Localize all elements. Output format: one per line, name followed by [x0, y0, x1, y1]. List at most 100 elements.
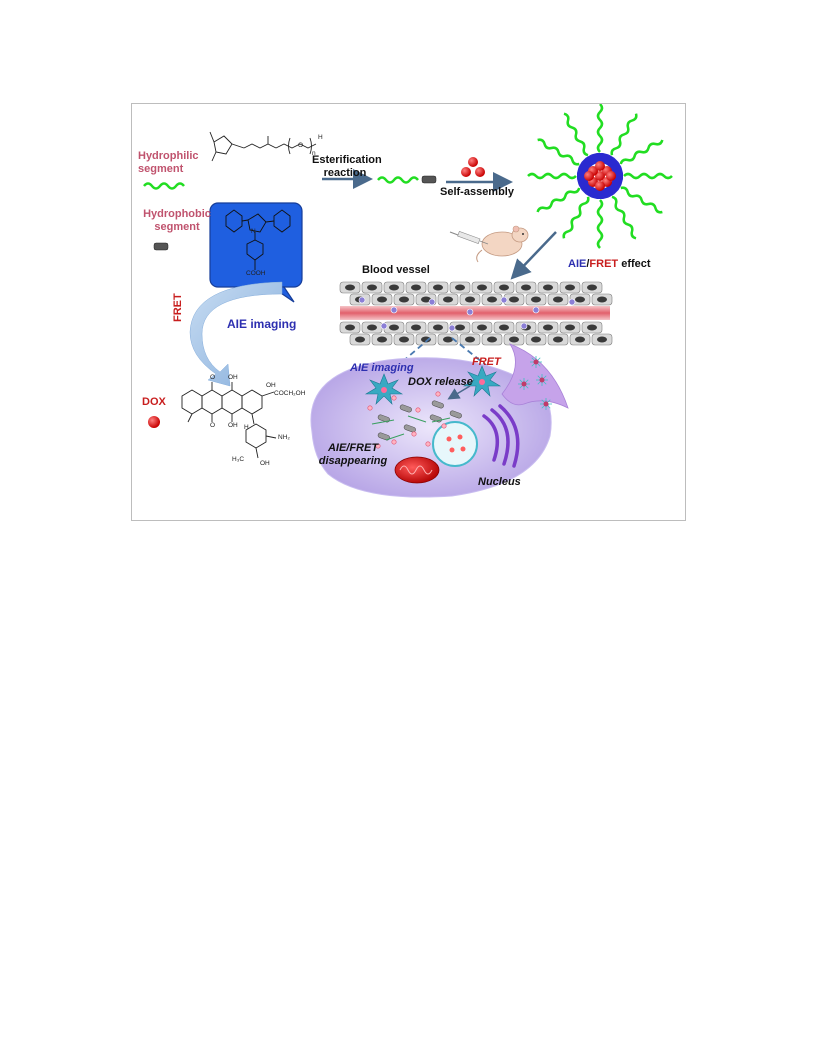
endothelial-nucleus — [531, 336, 541, 343]
micelle-chain — [527, 172, 577, 180]
micelle-chain — [596, 199, 604, 249]
aie-starburst-icon — [364, 373, 404, 405]
micelle-core-ball — [606, 171, 616, 181]
dox-oh2-label: OH — [266, 382, 276, 389]
dox-release-text: DOX release — [408, 376, 473, 388]
micelle-blue-segment — [577, 173, 587, 179]
fret-curved-arrow — [189, 281, 283, 387]
outside-nanoparticle — [540, 398, 552, 410]
dox-dot — [367, 405, 373, 411]
pyrrole-n-label: N — [251, 228, 256, 235]
vessel-nanoparticle — [448, 324, 456, 332]
aie-fret-effect-tail: effect — [618, 258, 651, 270]
endothelial-nucleus — [509, 296, 519, 303]
dox-release-label: DOX release — [408, 376, 473, 389]
hydrophilic-segment-text: Hydrophilic segment — [138, 150, 199, 175]
endothelial-nucleus — [355, 336, 365, 343]
diagram-canvas — [143, 104, 673, 498]
hydrophobic-segment-label: Hydrophobic segment — [142, 208, 212, 234]
endothelial-nucleus — [487, 336, 497, 343]
golgi-icon — [482, 404, 520, 468]
release-trace — [407, 415, 427, 423]
dox-o1-label: O — [210, 374, 216, 381]
endothelial-nucleus — [597, 336, 607, 343]
micelle-core-ball — [595, 171, 605, 181]
endothelial-nucleus — [499, 284, 509, 291]
endothelial-nucleus — [565, 324, 575, 331]
esterification-label: Esterification reaction — [312, 154, 382, 180]
nanoparticle-pill — [431, 400, 444, 409]
vessel-nanoparticle — [380, 322, 388, 330]
micelle-blue-segment — [607, 157, 619, 169]
aie-fret-disappearing-line2: disappearing — [318, 455, 388, 467]
endothelial-nucleus — [521, 284, 531, 291]
blood-vessel-label: Blood vessel — [362, 264, 430, 277]
released-nanoparticles — [367, 391, 462, 449]
endothelial-nucleus — [499, 324, 509, 331]
endothelial-nucleus — [477, 324, 487, 331]
aie-imaging-cell-label: AIE imaging — [350, 362, 414, 375]
aie-fret-effect-aie: AIE — [568, 258, 587, 270]
dox-dot — [415, 407, 421, 413]
micelle-chain — [537, 138, 580, 166]
vessel-nanoparticle — [568, 298, 576, 306]
dox-dot — [441, 423, 447, 429]
aie-fret-effect-sep: / — [586, 258, 590, 270]
nucleus-label: Nucleus — [478, 476, 521, 489]
release-trace — [371, 419, 395, 425]
endothelial-nucleus — [433, 284, 443, 291]
peg-h-label: H — [318, 134, 323, 141]
fret-cell-text: FRET — [472, 356, 501, 368]
mouse-icon — [476, 225, 529, 263]
dox-balls-icon — [461, 157, 485, 177]
aie-fret-effect-label: AIE/FRET effect — [568, 258, 651, 271]
micelle-blue-segment — [613, 173, 623, 179]
micelle-blue-segment — [609, 179, 622, 191]
endothelial-nucleus — [421, 296, 431, 303]
conjugate-hydrophobic-icon — [421, 175, 437, 184]
endothelial-nucleus — [421, 336, 431, 343]
esterification-line1: Esterification — [312, 154, 382, 166]
hydrophobic-segment-icon — [153, 242, 169, 251]
extracellular-nanoparticles — [518, 356, 552, 410]
peg-o-label: O — [298, 142, 304, 149]
hydrophilic-chain-icon — [143, 182, 185, 190]
micelle-core-ball — [584, 171, 594, 181]
endothelial-nucleus — [575, 336, 585, 343]
peg-n-label: n — [312, 150, 316, 157]
endothelial-nucleus — [487, 296, 497, 303]
micelle-chain — [536, 187, 581, 213]
dox-h-label: H — [244, 424, 249, 431]
fret-cell-label: FRET — [472, 356, 501, 369]
micelle-chain — [623, 172, 673, 180]
fret-starburst-icon — [462, 365, 502, 397]
dox-dot — [375, 443, 381, 449]
vessel-nanoparticle — [358, 296, 366, 304]
dox-structure — [181, 382, 277, 459]
micelle-chain — [562, 196, 590, 239]
esterification-line2: reaction — [323, 167, 367, 179]
dox-label: DOX — [142, 396, 166, 409]
endothelial-nucleus — [587, 284, 597, 291]
endothelial-nucleus — [411, 284, 421, 291]
hydrophilic-segment-label: Hydrophilic segment — [138, 150, 208, 176]
outside-nanoparticle — [536, 374, 548, 386]
maleimide-peg-structure — [209, 131, 317, 162]
nanoparticle-pill — [399, 404, 412, 413]
endothelial-nucleus — [367, 324, 377, 331]
endothelial-nucleus — [597, 296, 607, 303]
aie-fret-disappearing-label: AIE/FRET disappearing — [318, 442, 388, 468]
outside-nanoparticle — [518, 378, 530, 390]
aie-imaging-main-text: AIE imaging — [227, 317, 297, 331]
endothelial-nucleus — [465, 336, 475, 343]
cooh-label: COOH — [246, 270, 266, 277]
micelle-blue-segment — [578, 161, 591, 173]
micelle-core-ball — [595, 181, 605, 191]
endothelial-nucleus — [509, 336, 519, 343]
dox-h3c-label: H₃C — [232, 456, 245, 463]
blood-vessel — [339, 281, 613, 346]
micelle-chain — [610, 113, 638, 156]
vessel-nanoparticle — [532, 306, 540, 314]
endothelial-nucleus — [575, 296, 585, 303]
nanoparticle-pill — [449, 410, 462, 419]
